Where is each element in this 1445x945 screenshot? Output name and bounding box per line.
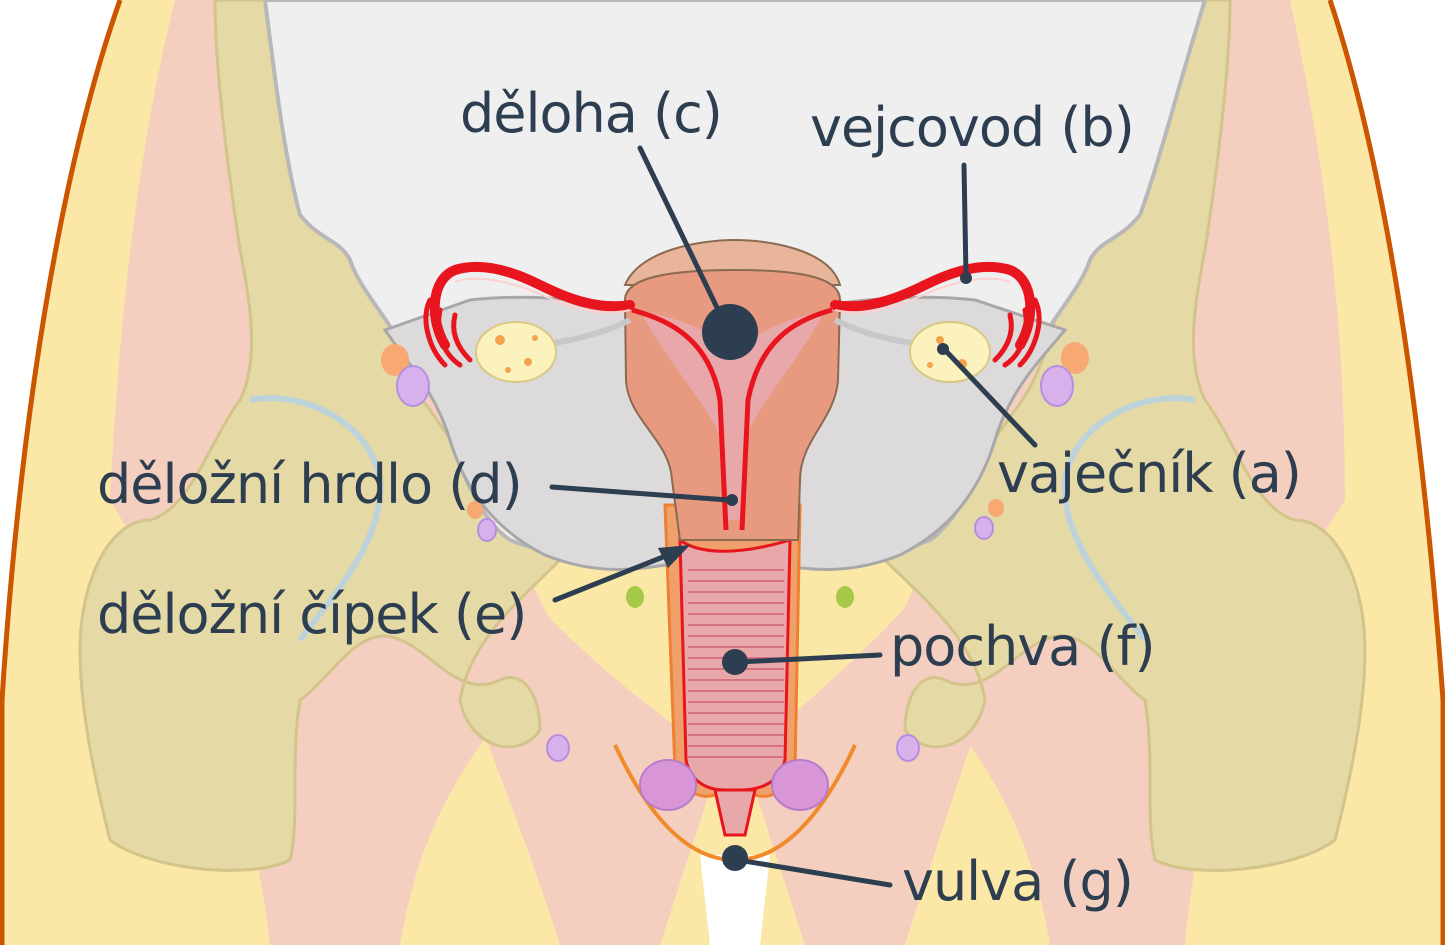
label-cervix: děložní hrdlo (d) xyxy=(97,458,522,512)
label-cervical-os: děložní čípek (e) xyxy=(97,588,526,642)
ovary-left xyxy=(476,322,556,382)
dot-fallopian-tube xyxy=(960,272,972,284)
label-fallopian-tube: vejcovod (b) xyxy=(810,101,1134,155)
dot-uterus xyxy=(702,304,758,360)
dot-ovary xyxy=(937,343,949,355)
dot-vagina xyxy=(722,649,748,675)
label-ovary: vaječník (a) xyxy=(997,447,1301,501)
dot-vulva xyxy=(722,845,748,871)
label-uterus: děloha (c) xyxy=(460,87,722,141)
dot-cervix xyxy=(726,494,738,506)
label-vulva: vulva (g) xyxy=(902,855,1133,909)
label-vagina: pochva (f) xyxy=(890,620,1155,674)
leader-fallopian-tube xyxy=(964,165,966,276)
